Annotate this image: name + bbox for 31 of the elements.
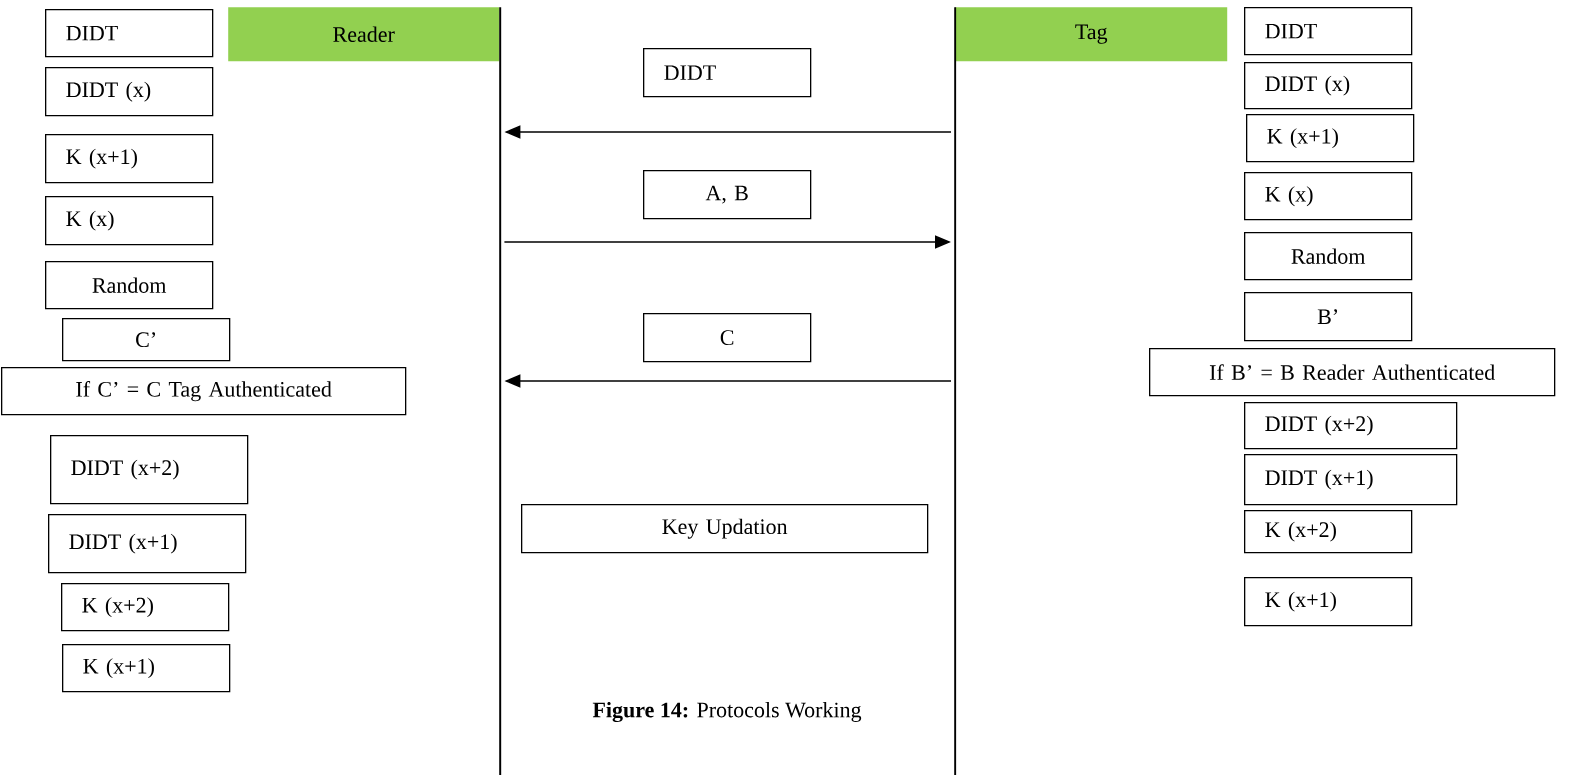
process-box: C’	[62, 318, 231, 362]
process-box: If C’ = C Tag Authenticated	[1, 367, 407, 416]
process-box: DIDT (x+1)	[48, 514, 247, 574]
process-box: DIDT (x)	[1244, 62, 1413, 110]
process-box: DIDT (x)	[45, 67, 214, 117]
process-box: DIDT	[1244, 7, 1413, 56]
process-box: K (x)	[1244, 172, 1413, 221]
process-box: DIDT	[643, 48, 812, 98]
process-box: K (x+1)	[1246, 114, 1415, 163]
process-box: Key Updation	[521, 504, 929, 554]
process-box: Random	[1244, 232, 1413, 281]
process-box: K (x+1)	[45, 134, 214, 184]
process-box: DIDT (x+1)	[1244, 454, 1458, 506]
process-box: DIDT	[45, 9, 214, 58]
lane-header: Tag	[955, 7, 1228, 62]
process-box: If B’ = B Reader Authenticated	[1149, 348, 1556, 397]
lifeline	[954, 7, 957, 775]
process-box: B’	[1244, 292, 1413, 342]
lifeline	[499, 7, 502, 775]
process-box: K (x+1)	[62, 644, 231, 693]
process-box: K (x+1)	[1244, 577, 1413, 627]
caption: Figure 14: Protocols Working	[592, 701, 862, 723]
lane-header: Reader	[228, 7, 500, 62]
process-box: K (x+2)	[61, 583, 230, 632]
process-box: DIDT (x+2)	[1244, 402, 1458, 450]
process-box: C	[643, 313, 812, 363]
process-box: K (x+2)	[1244, 510, 1413, 554]
process-box: DIDT (x+2)	[50, 435, 249, 505]
process-box: Random	[45, 261, 214, 310]
process-box: A, B	[643, 170, 812, 220]
process-box: K (x)	[45, 196, 214, 246]
